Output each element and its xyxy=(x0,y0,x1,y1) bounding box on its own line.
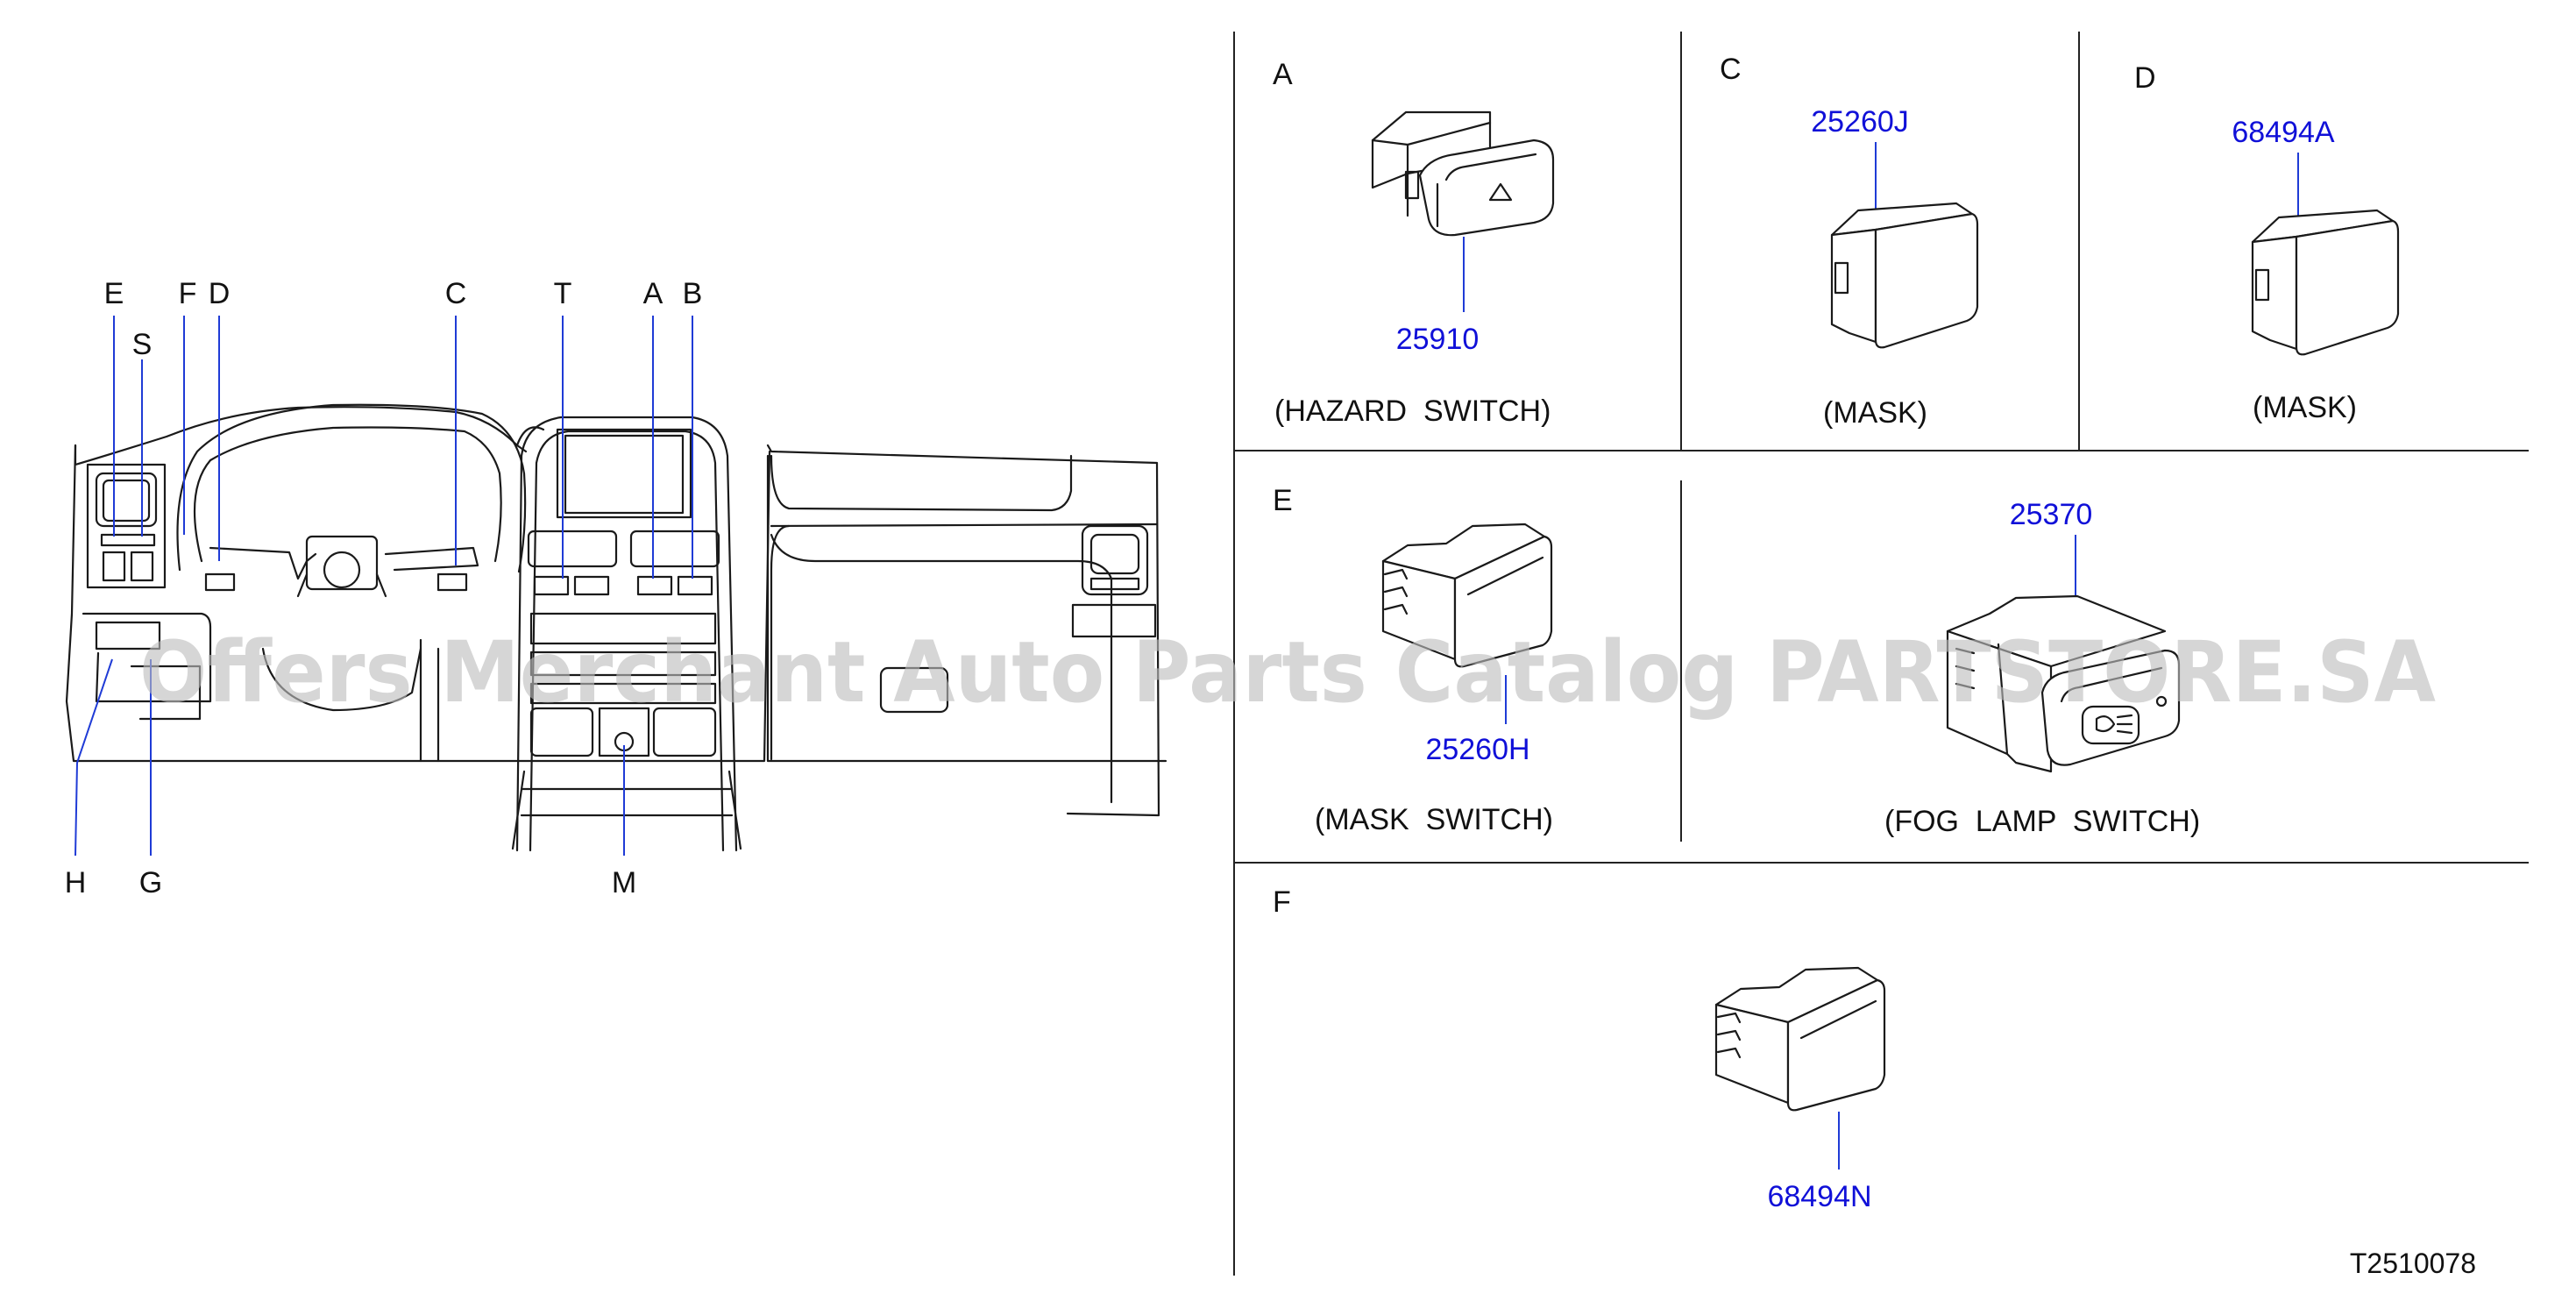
caption-hazard-switch: (HAZARD SWITCH) xyxy=(1274,395,1551,428)
watermark-text: Offers Merchant Auto Parts Catalog PARTS… xyxy=(139,623,2436,722)
dashboard-drawing xyxy=(65,403,1167,852)
mask-d-part xyxy=(2251,209,2400,356)
callout-e: E xyxy=(104,277,124,310)
caption-mask-switch: (MASK SWITCH) xyxy=(1315,803,1553,836)
caption-mask-c: (MASK) xyxy=(1823,396,1927,430)
panel-e-letter: E xyxy=(1273,484,1293,517)
part-number-25370: 25370 xyxy=(2010,498,2093,531)
part-number-25910: 25910 xyxy=(1396,323,1480,356)
panel-a-letter: A xyxy=(1273,58,1293,91)
callout-b: B xyxy=(683,277,703,310)
diagram-code: T2510078 xyxy=(2350,1248,2476,1279)
panel-f-letter: F xyxy=(1273,885,1291,919)
part-number-25260j: 25260J xyxy=(1811,105,1909,139)
panel-grid xyxy=(1233,32,2529,1276)
callout-g: G xyxy=(139,866,162,899)
caption-fog-lamp-switch: (FOG LAMP SWITCH) xyxy=(1884,805,2200,838)
mask-switch-part xyxy=(1381,523,1553,668)
hazard-switch-part xyxy=(1371,110,1555,237)
panel-c-letter: C xyxy=(1720,53,1742,86)
callout-m: M xyxy=(612,866,636,899)
part-number-68494n: 68494N xyxy=(1767,1180,1871,1213)
callout-f: F xyxy=(179,277,197,310)
panel-d: D 68494A (MASK) xyxy=(2134,61,2400,424)
panel-d-letter: D xyxy=(2134,61,2156,95)
panel-fog-lamp: 25370 (FOG LAMP SWITCH) xyxy=(1884,498,2200,838)
mask-f-part xyxy=(1714,966,1886,1112)
panel-f: F 68494N xyxy=(1273,885,1886,1213)
callout-a: A xyxy=(643,277,664,310)
panel-e: E 25260H (MASK SWITCH) xyxy=(1273,484,1553,836)
caption-mask-d: (MASK) xyxy=(2253,391,2357,424)
callout-h: H xyxy=(65,866,87,899)
callout-c: C xyxy=(445,277,467,310)
callout-d: D xyxy=(209,277,231,310)
dashboard-callouts: E S F D C T A B H G M xyxy=(65,277,703,899)
dashboard-leaders xyxy=(75,316,693,857)
part-number-68494a: 68494A xyxy=(2232,116,2335,149)
part-number-25260h: 25260H xyxy=(1425,733,1529,766)
fog-lamp-switch-part xyxy=(1946,594,2181,773)
callout-t: T xyxy=(554,277,572,310)
panel-c: C 25260J (MASK) xyxy=(1720,53,1979,430)
mask-c-part xyxy=(1830,202,1979,349)
panel-a: A 25910 (HAZARD SWITCH) xyxy=(1273,58,1555,428)
callout-s: S xyxy=(132,328,153,361)
